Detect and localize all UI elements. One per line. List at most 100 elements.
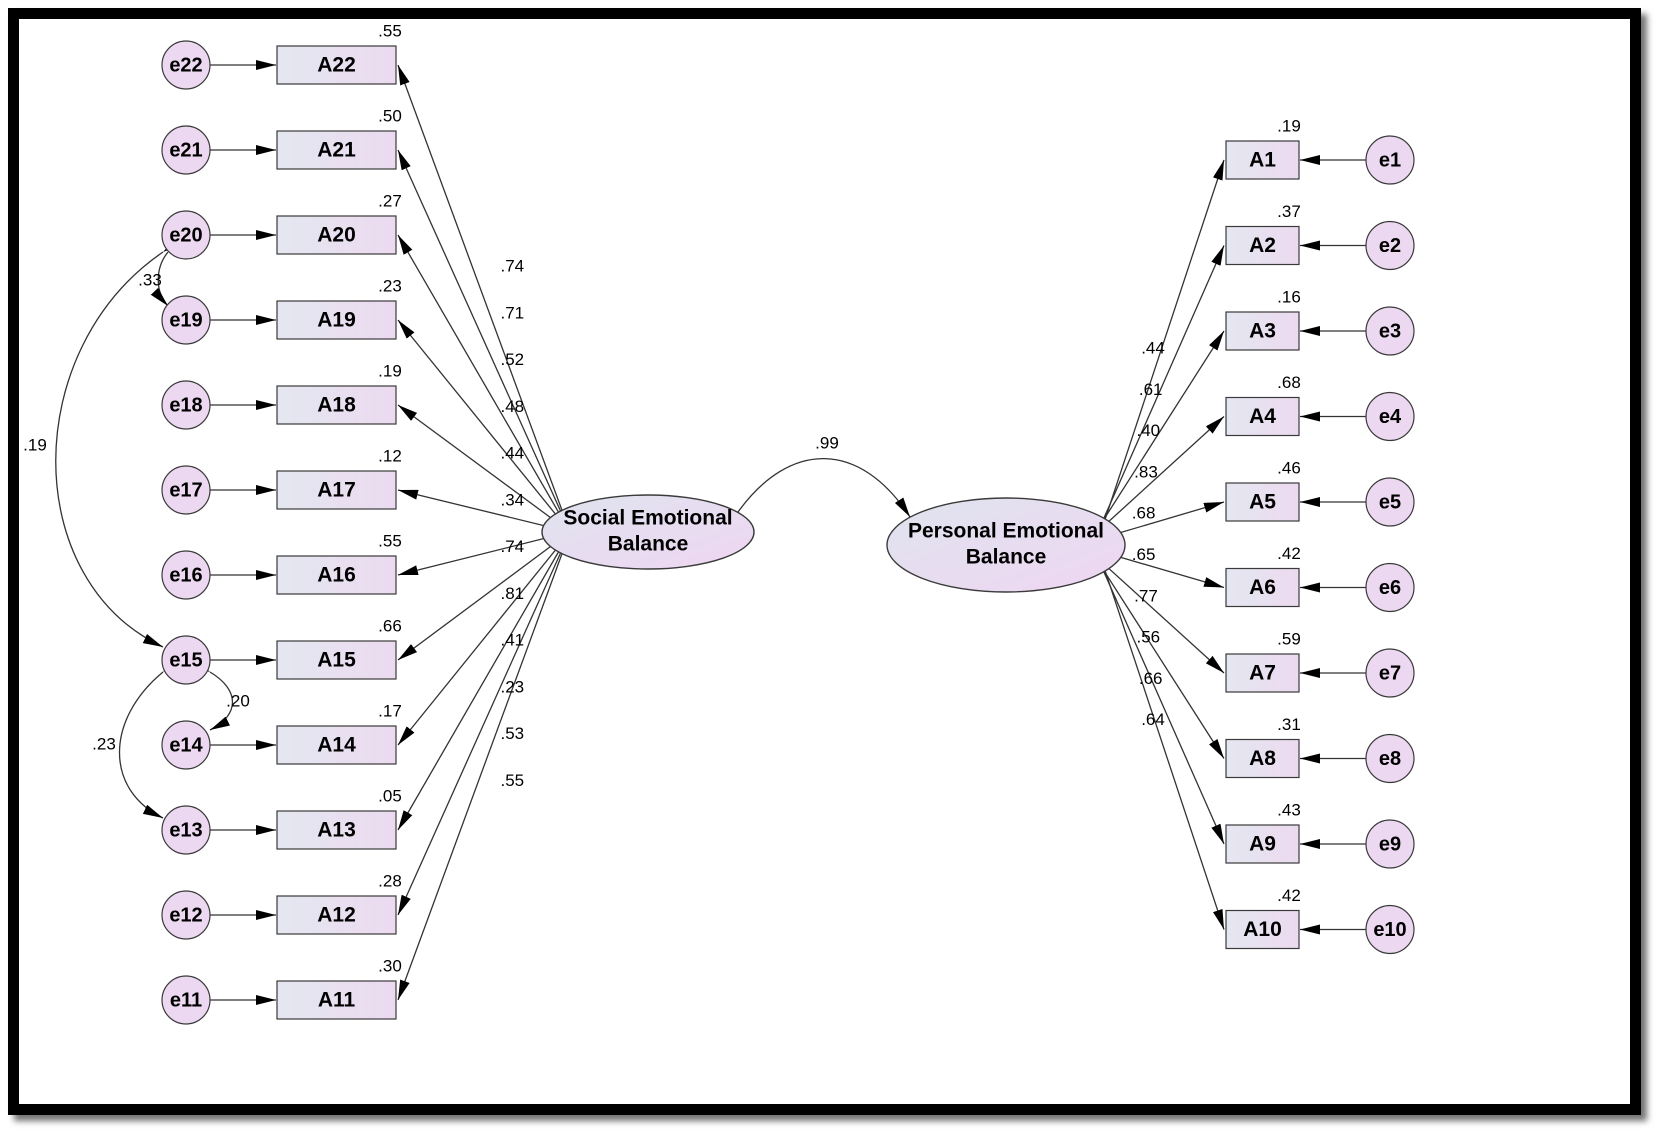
loading-label-A16: .74	[500, 537, 524, 556]
r-squared-label-A4: .68	[1277, 373, 1301, 392]
observed-item-A9	[1225, 824, 1300, 864]
error-term-e12	[161, 890, 211, 940]
error-term-e21	[161, 125, 211, 175]
latent-personal-emotional-balance	[886, 497, 1126, 593]
error-term-label-e8: e8	[1379, 748, 1401, 770]
error-term-e7	[1365, 648, 1415, 698]
error-term-label-e6: e6	[1379, 577, 1401, 599]
error-term-label-e15: e15	[169, 649, 202, 671]
loading-label-A22: .74	[500, 257, 524, 276]
observed-item-label-A10: A10	[1243, 918, 1282, 941]
error-term-e13	[161, 805, 211, 855]
loading-label-A14: .41	[500, 631, 524, 650]
r-squared-label-A21: .50	[378, 106, 402, 125]
loading-label-A8: .56	[1137, 628, 1161, 647]
observed-item-A8	[1225, 738, 1300, 779]
error-term-label-e3: e3	[1379, 320, 1401, 342]
loading-label-A20: .52	[500, 350, 524, 369]
observed-item-label-A6: A6	[1249, 576, 1276, 599]
error-term-e3	[1365, 306, 1415, 356]
loading-label-A1: .44	[1141, 339, 1165, 358]
loading-arrow-A21	[397, 149, 571, 533]
error-term-label-e18: e18	[169, 394, 202, 416]
error-term-label-e7: e7	[1379, 662, 1401, 684]
r-squared-label-A9: .43	[1277, 800, 1301, 819]
latent-social-label-line2: Balance	[608, 533, 689, 556]
r-squared-label-A6: .42	[1277, 544, 1301, 563]
loading-label-A10: .64	[1141, 710, 1165, 729]
observed-item-A15	[276, 640, 397, 680]
error-term-e8	[1365, 733, 1415, 784]
observed-item-A4	[1225, 396, 1300, 437]
error-term-e20	[161, 210, 211, 260]
r-squared-label-A2: .37	[1277, 202, 1301, 221]
error-covariance-label-e20-e19: .33	[138, 270, 162, 289]
error-term-e11	[161, 975, 211, 1025]
r-squared-label-A14: .17	[378, 701, 402, 720]
error-term-e5	[1365, 477, 1415, 527]
loading-label-A4: .83	[1134, 462, 1158, 481]
loading-arrow-A14	[397, 531, 571, 746]
observed-item-A11	[276, 980, 397, 1020]
r-squared-label-A18: .19	[378, 361, 402, 380]
observed-item-A3	[1225, 311, 1300, 351]
observed-item-A16	[276, 555, 397, 595]
error-term-label-e11: e11	[170, 989, 202, 1011]
observed-item-A6	[1225, 567, 1300, 608]
loading-label-A13: .23	[500, 677, 524, 696]
loading-arrow-A22	[397, 64, 571, 533]
loading-label-A3: .40	[1137, 421, 1161, 440]
loading-arrow-A15	[397, 531, 571, 661]
observed-item-A2	[1225, 225, 1300, 266]
r-squared-label-A12: .28	[378, 871, 402, 890]
loading-label-A7: .77	[1134, 586, 1158, 605]
error-term-e1	[1365, 135, 1415, 185]
loading-arrow-A17	[397, 489, 571, 533]
observed-item-label-A14: A14	[317, 734, 356, 757]
observed-item-A14	[276, 725, 397, 765]
observed-item-label-A15: A15	[317, 649, 356, 672]
observed-item-label-A7: A7	[1249, 662, 1276, 685]
observed-item-A5	[1225, 482, 1300, 522]
error-covariance-label-e15-e14: .20	[226, 691, 250, 710]
loading-arrow-A2	[1099, 245, 1225, 528]
loading-arrow-A18	[397, 404, 571, 533]
observed-item-A1	[1225, 140, 1300, 180]
observed-item-label-A5: A5	[1249, 491, 1276, 514]
r-squared-label-A7: .59	[1277, 629, 1301, 648]
error-term-e17	[161, 465, 211, 515]
loading-arrow-A13	[397, 531, 571, 831]
error-covariance-label-e15-e13: .23	[92, 734, 116, 753]
r-squared-label-A5: .46	[1277, 458, 1301, 477]
error-term-label-e17: e17	[169, 479, 202, 501]
error-term-label-e4: e4	[1379, 406, 1402, 428]
error-term-e2	[1365, 220, 1415, 271]
observed-item-label-A2: A2	[1249, 234, 1276, 257]
r-squared-label-A22: .55	[378, 21, 402, 40]
error-term-label-e5: e5	[1379, 491, 1401, 513]
error-term-label-e13: e13	[169, 819, 202, 841]
loading-arrow-A12	[397, 531, 571, 916]
loading-label-A9: .66	[1139, 669, 1163, 688]
r-squared-label-A11: .30	[378, 956, 402, 975]
error-term-label-e21: e21	[169, 139, 202, 161]
loading-arrow-A20	[397, 234, 571, 533]
observed-item-label-A13: A13	[317, 819, 356, 842]
error-term-label-e14: e14	[169, 734, 203, 756]
error-term-e14	[161, 720, 211, 770]
error-term-e16	[161, 550, 211, 600]
r-squared-label-A3: .16	[1277, 287, 1301, 306]
r-squared-label-A19: .23	[378, 276, 402, 295]
error-term-e22	[161, 40, 211, 90]
error-term-e10	[1365, 904, 1415, 955]
loading-arrow-A8	[1095, 557, 1225, 759]
r-squared-label-A13: .05	[378, 786, 402, 805]
observed-item-label-A9: A9	[1249, 833, 1276, 856]
latent-social-emotional-balance	[541, 494, 755, 570]
latent-social-label-line1: Social Emotional	[563, 507, 732, 530]
r-squared-label-A16: .55	[378, 531, 402, 550]
observed-item-label-A4: A4	[1249, 405, 1276, 428]
error-covariance-e20-e15	[55, 236, 183, 648]
error-covariance-e15-e14	[190, 657, 234, 731]
